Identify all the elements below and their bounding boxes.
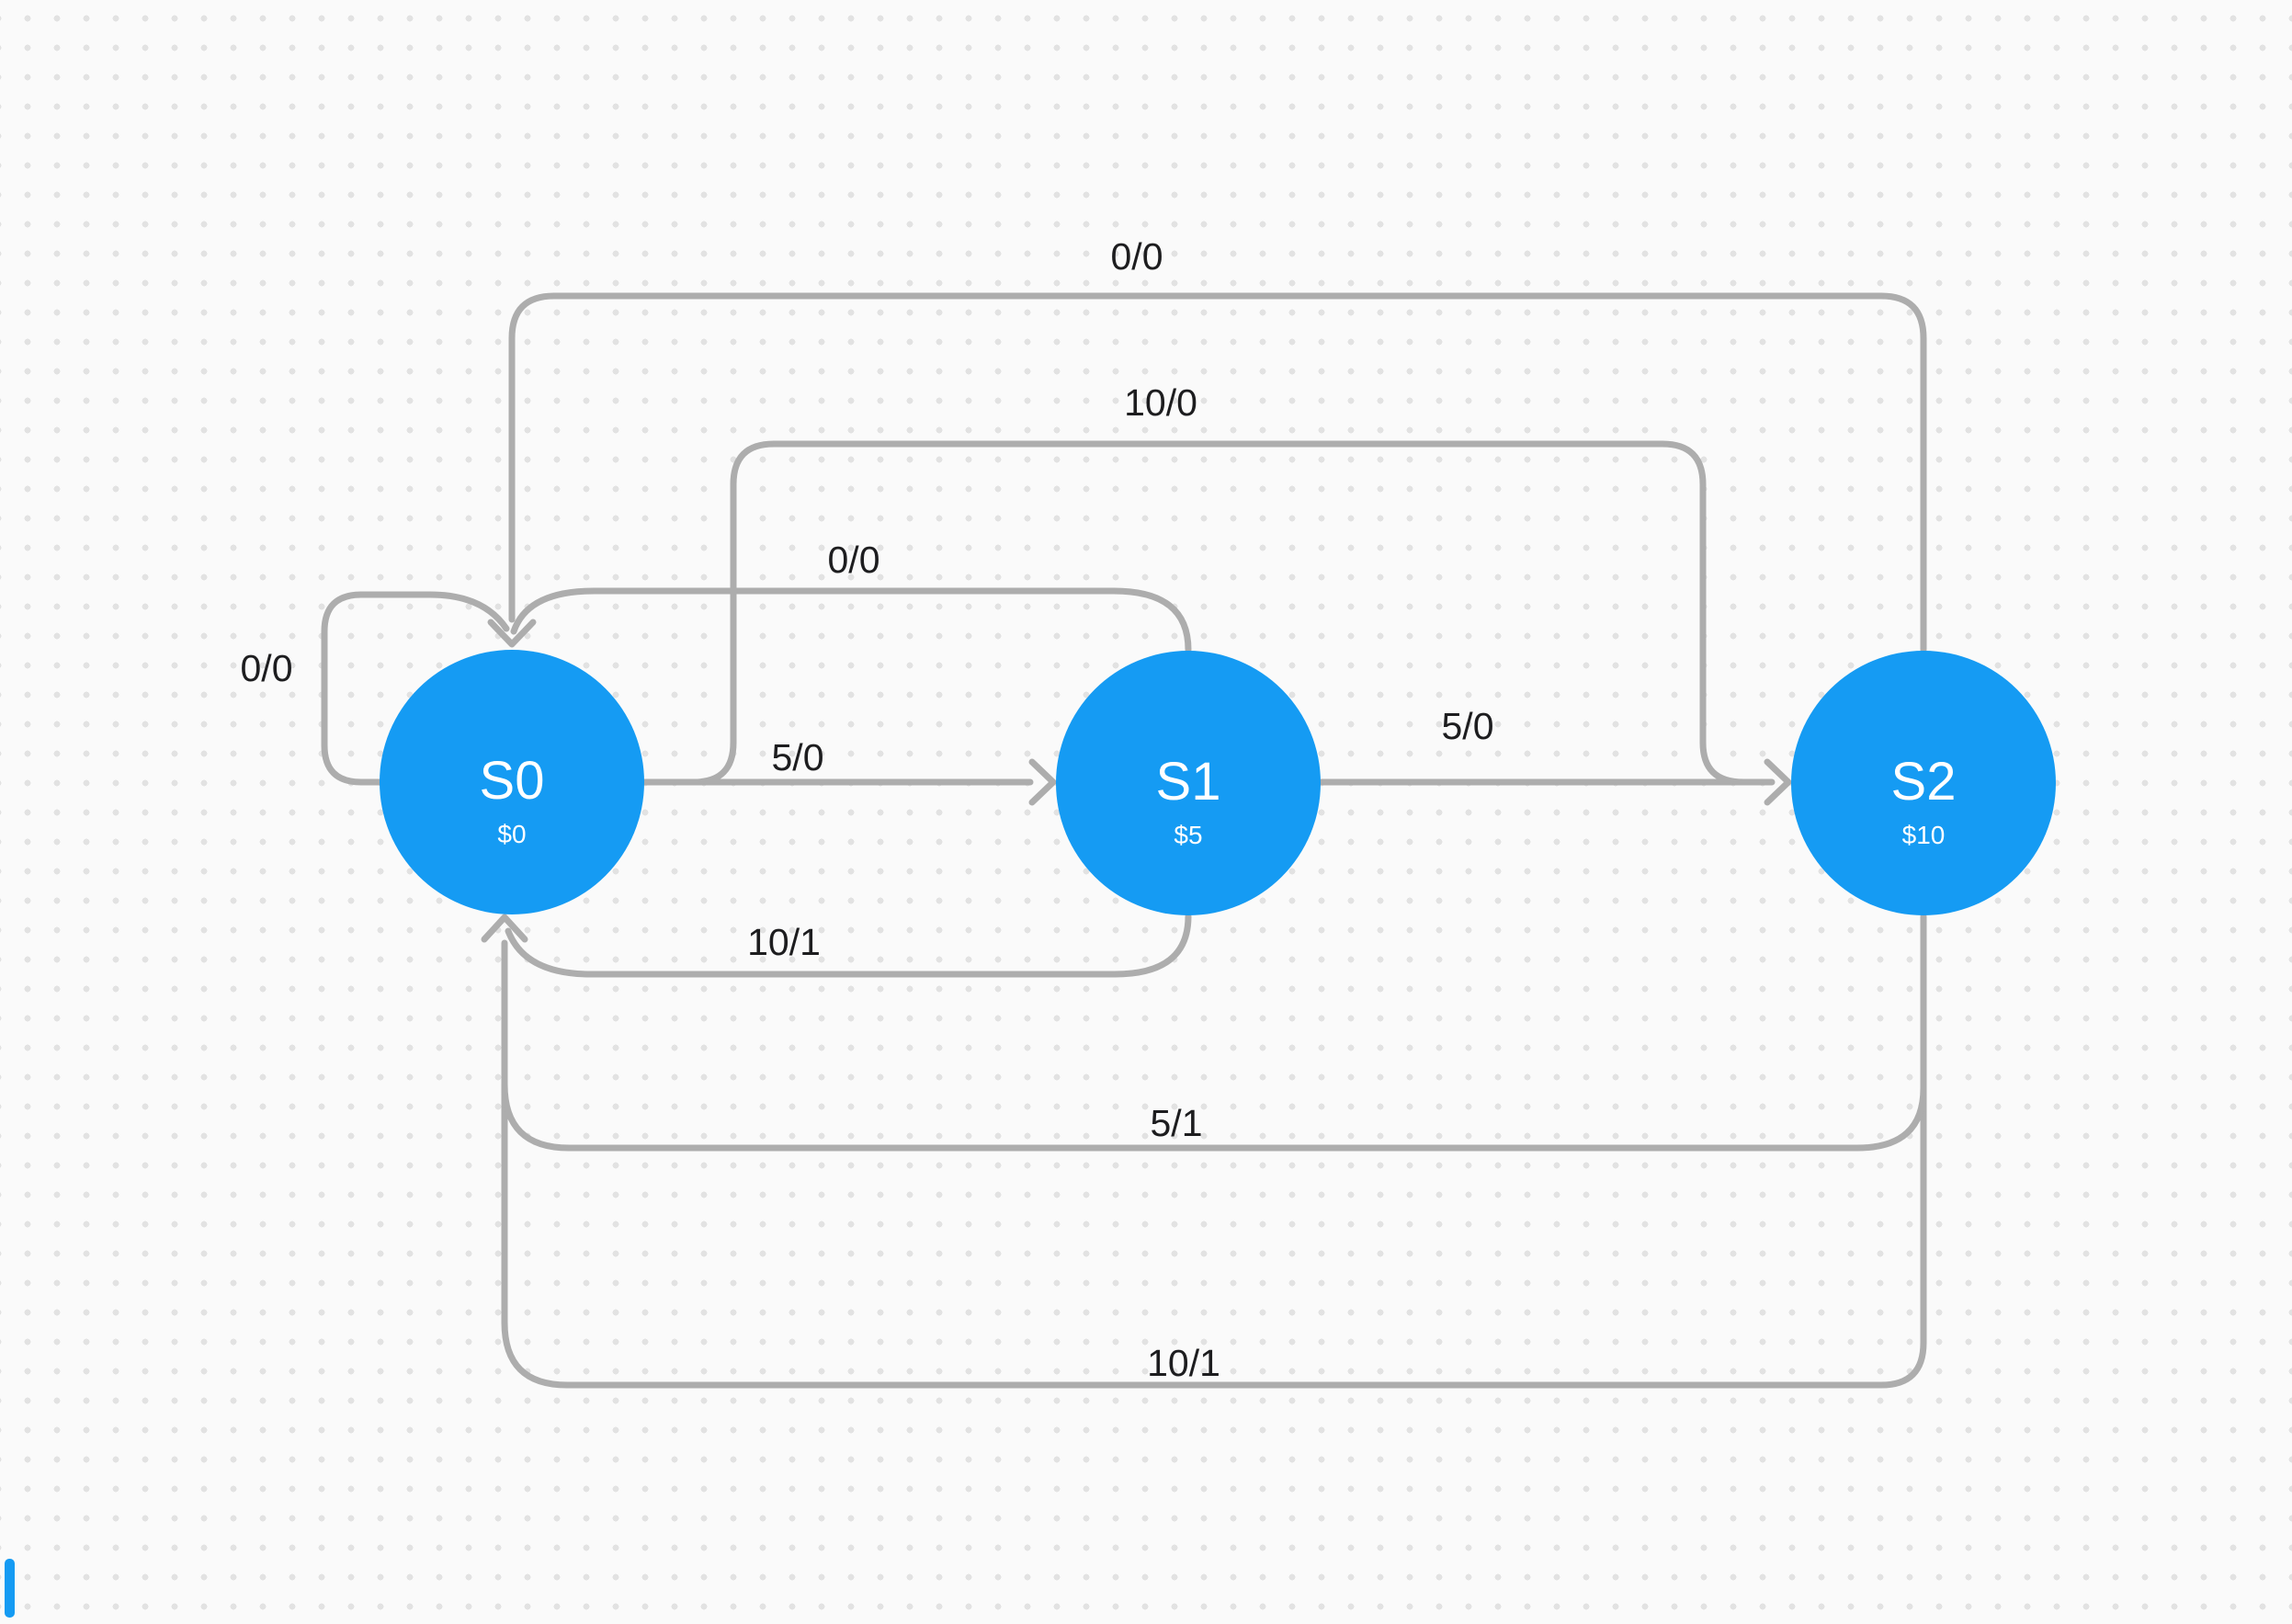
state-label-s0: S0 — [480, 751, 545, 811]
state-value-s1: $5 — [1174, 821, 1202, 849]
label-s0-s1: 5/0 — [772, 736, 824, 778]
label-s2-s0-bottommost: 10/1 — [1147, 1342, 1220, 1384]
label-s2-s0-top: 0/0 — [1111, 235, 1163, 278]
state-value-s2: $10 — [1902, 821, 1946, 849]
label-s0-s2: 10/0 — [1124, 381, 1197, 424]
edge-s1-to-s0-mid[interactable] — [510, 587, 1192, 653]
edge-s0-to-s2[interactable] — [641, 440, 1776, 786]
state-label-s1: S1 — [1156, 752, 1221, 812]
state-circle-s1[interactable] — [1056, 651, 1321, 915]
state-value-s0: $0 — [497, 820, 526, 848]
label-s1-s2: 5/0 — [1442, 705, 1494, 747]
state-node-s1[interactable]: S1 $5 — [1056, 651, 1321, 915]
label-s1-s0-mid: 0/0 — [828, 539, 880, 581]
state-circle-s2[interactable] — [1791, 651, 2056, 915]
state-circle-s0[interactable] — [380, 650, 644, 914]
state-label-s2: S2 — [1891, 752, 1957, 812]
state-node-s0[interactable]: S0 $0 — [380, 650, 644, 914]
arrowhead-into-s1-left — [1028, 758, 1057, 806]
edge-s0-self-loop[interactable] — [321, 591, 510, 786]
arrowhead-into-s2-left — [1764, 758, 1792, 806]
edge-s2-to-s0-51[interactable] — [501, 1081, 1927, 1152]
scroll-indicator[interactable] — [5, 1559, 15, 1618]
edge-s2-to-s0-top[interactable] — [508, 292, 1927, 653]
arrowhead-into-s0-bottom — [481, 914, 528, 943]
edge-s2-to-s0-bottommost[interactable] — [501, 913, 1927, 1389]
state-node-s2[interactable]: S2 $10 — [1791, 651, 2056, 915]
label-s0-self: 0/0 — [241, 647, 293, 689]
label-s2-s0-51: 5/1 — [1151, 1102, 1203, 1144]
label-s1-s0-bottom: 10/1 — [747, 921, 821, 963]
arrowhead-into-s0-top — [487, 619, 537, 648]
edge-s1-to-s0-bottom[interactable] — [505, 913, 1192, 978]
